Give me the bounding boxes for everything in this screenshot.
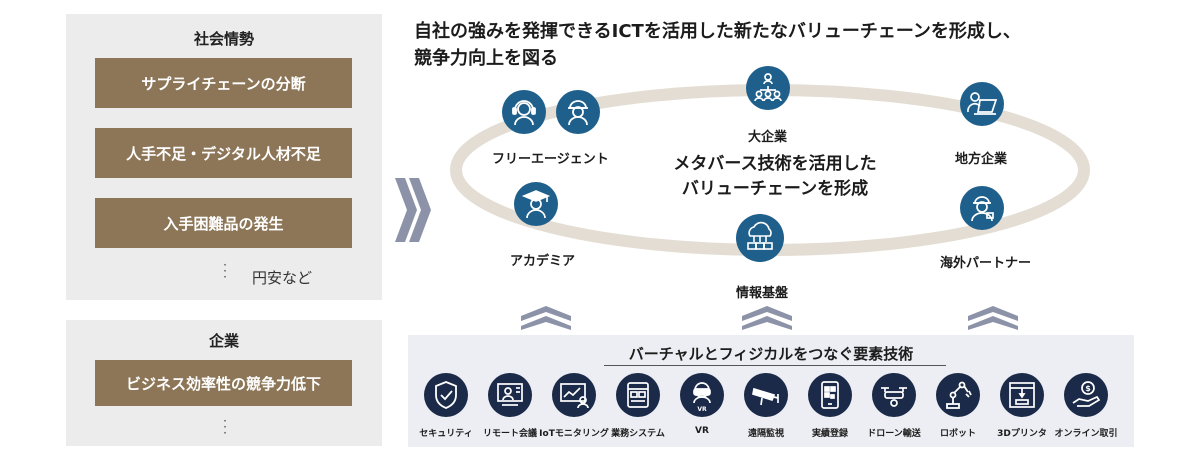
graduate-icon <box>514 182 558 226</box>
tech-label: オンライン取引 <box>1054 429 1118 439</box>
headline-line-1: 自社の強みを発揮できるICTを活用した新たなバリューチェーンを形成し、 <box>414 21 1021 42</box>
headline-line-2: 競争力向上を図る <box>414 48 558 69</box>
security-camera-icon <box>744 373 788 417</box>
tech-title: バーチャルとフィジカルをつなぐ要素技術 <box>628 345 914 363</box>
issue-labor-shortage: 人手不足・デジタル人材不足 <box>95 128 352 178</box>
issue-efficiency: ビジネス効率性の競争力低下 <box>95 360 352 406</box>
node-label-freelance: フリーエージェント <box>492 152 609 167</box>
tech-label: 業務システム <box>611 429 665 439</box>
helmet-person-icon <box>960 186 1004 230</box>
node-label-regional: 地方企業 <box>955 152 1008 167</box>
tech-label: IoTモニタリング <box>539 429 609 439</box>
tech-item-remote-monitoring: 遠隔監視 <box>730 373 802 441</box>
tech-title-underline <box>604 365 946 366</box>
tech-item-drone: ドローン輸送 <box>858 373 930 441</box>
tech-item-robot: ロボット <box>922 373 994 441</box>
tech-label: ドローン輸送 <box>867 429 921 439</box>
issue-supply-chain: サプライチェーンの分断 <box>95 58 352 108</box>
tech-label: セキュリティ <box>419 429 473 439</box>
dollar-badge: $ <box>1085 384 1091 393</box>
tech-label: ロボット <box>939 429 976 439</box>
node-label-enterprise: 大企業 <box>748 130 788 145</box>
tech-item-remote-meeting: リモート会議 <box>474 373 546 441</box>
continuation-dots: ··· <box>223 258 227 284</box>
double-chevron-up-icon <box>521 306 571 330</box>
node-label-infobase: 情報基盤 <box>736 286 789 301</box>
3d-printer-icon <box>1000 373 1044 417</box>
tech-label: 遠隔監視 <box>747 429 784 439</box>
robot-arm-icon <box>936 373 980 417</box>
value-chain-center-text: メタバース技術を活用した バリューチェーンを形成 <box>620 152 930 202</box>
shield-check-icon <box>424 373 468 417</box>
tech-item-3d-printer: 3Dプリンタ <box>986 373 1058 441</box>
tech-item-iot-monitoring: IoTモニタリング <box>538 373 610 441</box>
tech-label: VR <box>695 426 709 436</box>
video-meeting-icon <box>488 373 532 417</box>
double-chevron-right-icon <box>395 178 431 242</box>
tech-label: リモート会議 <box>482 429 537 439</box>
person-laptop-icon <box>960 82 1004 126</box>
cloud-network-icon <box>736 214 784 262</box>
tech-item-vr: VR VR <box>666 373 738 441</box>
tech-item-online-trade: $ オンライン取引 <box>1050 373 1122 441</box>
headset-person-icon <box>502 90 546 134</box>
issue-hard-to-obtain: 入手困難品の発生 <box>95 198 352 248</box>
headline: 自社の強みを発揮できるICTを活用した新たなバリューチェーンを形成し、 競争力向… <box>414 18 1021 72</box>
monitor-chart-icon <box>552 373 596 417</box>
node-label-overseas: 海外パートナー <box>940 256 1032 271</box>
org-network-icon <box>746 66 790 110</box>
society-note: 円安など <box>252 269 313 287</box>
drone-icon <box>872 373 916 417</box>
tech-panel: バーチャルとフィジカルをつなぐ要素技術 セキュリティ リモート会議 <box>408 335 1134 447</box>
tech-label: 3Dプリンタ <box>997 429 1047 439</box>
phone-qr-icon <box>808 373 852 417</box>
center-line-2: バリューチェーンを形成 <box>681 179 869 199</box>
tech-item-business-system: 業務システム <box>602 373 674 441</box>
society-panel: 社会情勢 サプライチェーンの分断 人手不足・デジタル人材不足 入手困難品の発生 … <box>66 14 382 300</box>
vr-badge: VR <box>697 406 707 413</box>
double-chevron-up-icon <box>742 306 792 330</box>
tech-label: 実績登録 <box>811 429 848 439</box>
business-system-icon <box>616 373 660 417</box>
continuation-dots: ··· <box>223 414 227 440</box>
center-line-1: メタバース技術を活用した <box>673 154 877 174</box>
company-panel: 企業 ビジネス効率性の競争力低下 ··· <box>66 320 382 446</box>
company-title: 企業 <box>208 332 239 350</box>
vr-headset-icon: VR <box>680 373 724 417</box>
worker-helmet-icon <box>556 90 600 134</box>
tech-item-security: セキュリティ <box>410 373 482 441</box>
tech-item-record-registration: 実績登録 <box>794 373 866 441</box>
coin-hand-icon: $ <box>1064 373 1108 417</box>
society-title: 社会情勢 <box>193 30 254 48</box>
node-label-academia: アカデミア <box>510 254 576 269</box>
double-chevron-up-icon <box>968 306 1018 330</box>
